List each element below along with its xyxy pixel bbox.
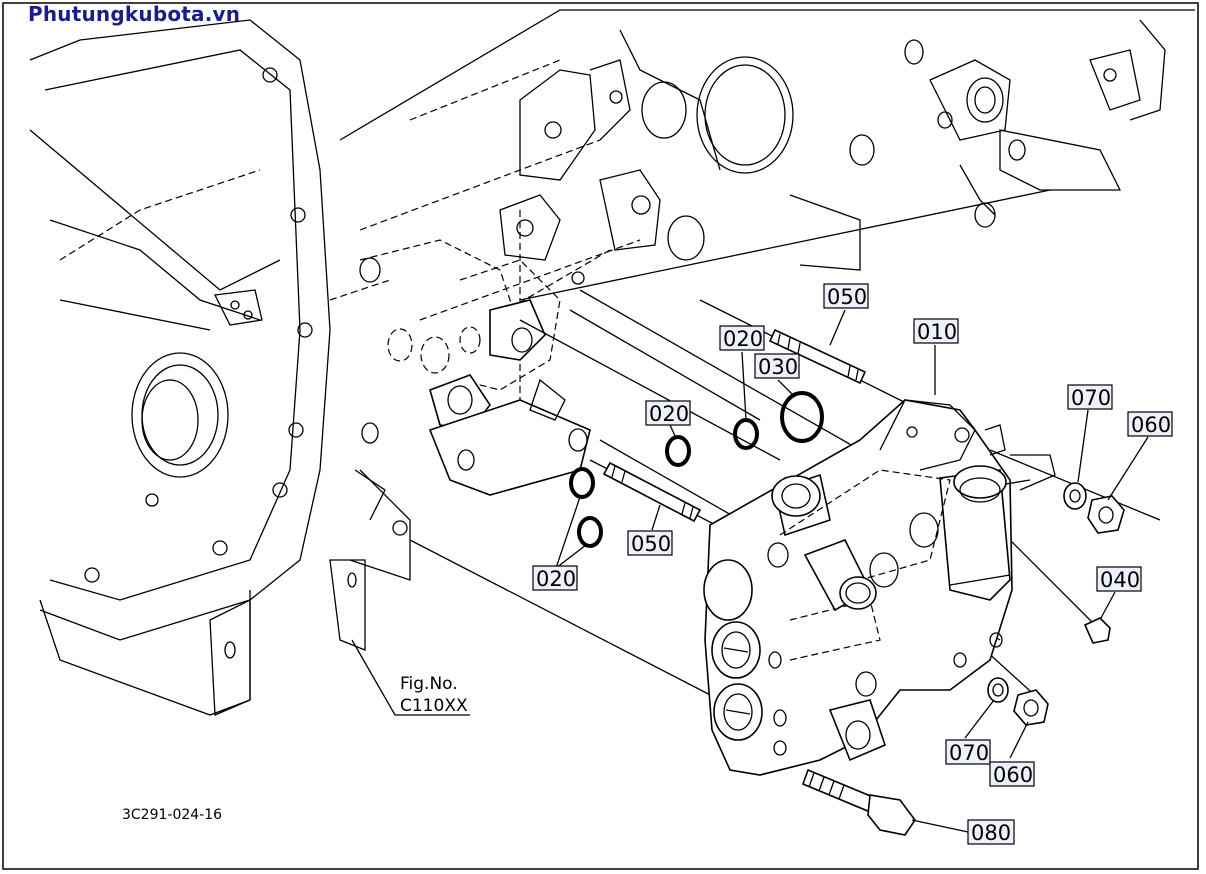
o-ring-030	[780, 391, 824, 443]
svg-text:060: 060	[1131, 413, 1171, 437]
o-ring-020-lower-a	[569, 467, 595, 499]
callout-030: 030	[754, 353, 800, 379]
callout-020-top: 020	[719, 325, 765, 351]
o-ring-020-top	[733, 418, 759, 450]
watermark-logo: Phutungkubota.vn	[28, 2, 241, 26]
engine-block	[329, 9, 1195, 400]
svg-text:020: 020	[723, 327, 763, 351]
svg-text:050: 050	[631, 532, 671, 556]
callout-040: 040	[1096, 566, 1142, 592]
callout-060-upper: 060	[1127, 411, 1173, 437]
leader-lines	[351, 309, 1149, 833]
svg-text:020: 020	[536, 567, 576, 591]
transmission-housing	[29, 19, 411, 716]
figure-reference-number: C110XX	[400, 696, 468, 716]
mounting-bosses	[359, 257, 591, 496]
svg-text:070: 070	[949, 741, 989, 765]
drawing-code: 3C291-024-16	[122, 807, 222, 823]
figure-reference-label: Fig.No.	[400, 674, 458, 694]
nut-060-upper	[1087, 495, 1125, 534]
loose-parts	[569, 328, 1125, 836]
o-ring-020-upper	[665, 435, 691, 467]
callout-020-lower: 020	[532, 565, 578, 591]
svg-text:030: 030	[758, 355, 798, 379]
callout-080: 080	[967, 819, 1015, 845]
svg-text:040: 040	[1100, 568, 1140, 592]
svg-text:050: 050	[827, 285, 867, 309]
svg-text:020: 020	[649, 402, 689, 426]
control-valve-assembly	[703, 399, 1056, 776]
callout-050-upper: 050	[823, 283, 869, 309]
callout-020-mid: 020	[645, 400, 691, 426]
callout-070-lower: 070	[945, 739, 991, 765]
bolt-080	[801, 768, 916, 836]
svg-text:010: 010	[917, 320, 957, 344]
stud-bolt-050-lower	[602, 461, 702, 523]
washer-070-lower	[987, 677, 1009, 703]
callout-050-lower: 050	[627, 530, 673, 556]
plug-040	[1083, 617, 1111, 644]
svg-text:060: 060	[993, 763, 1033, 787]
stud-bolt-050-upper	[768, 328, 867, 385]
o-ring-020-lower-b	[577, 516, 603, 548]
callout-010: 010	[913, 318, 959, 344]
callout-070-upper: 070	[1067, 384, 1113, 410]
callout-060-lower: 060	[989, 761, 1035, 787]
svg-text:070: 070	[1071, 386, 1111, 410]
nut-060-lower	[1013, 689, 1049, 726]
washer-070-upper	[1063, 482, 1087, 510]
svg-text:080: 080	[971, 821, 1011, 845]
